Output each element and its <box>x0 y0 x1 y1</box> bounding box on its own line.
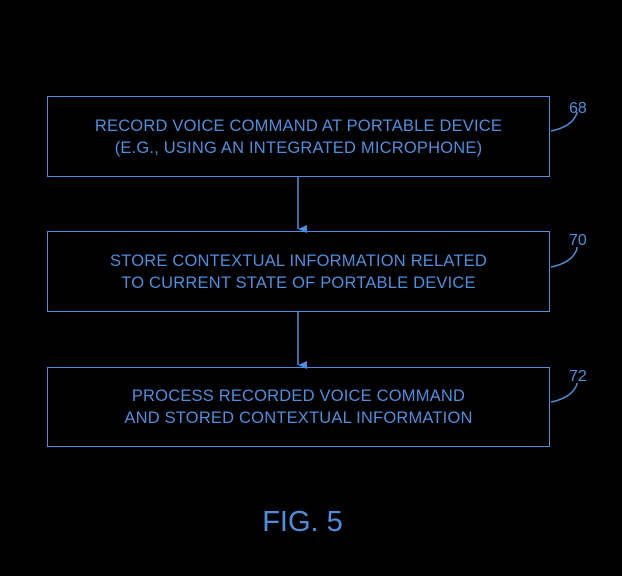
leader-line-72 <box>550 382 578 403</box>
leader-line-68 <box>550 111 578 132</box>
flow-step-line: STORE CONTEXTUAL INFORMATION RELATED <box>110 251 487 270</box>
flow-step-line: RECORD VOICE COMMAND AT PORTABLE DEVICE <box>94 116 503 135</box>
reference-numeral-72: 72 <box>569 368 587 385</box>
flow-step-process-voice-command: PROCESS RECORDED VOICE COMMAND AND STORE… <box>47 367 550 447</box>
flow-step-line: PROCESS RECORDED VOICE COMMAND <box>131 387 466 405</box>
figure-label: FIG. 5 <box>262 506 343 538</box>
reference-numeral-68: 68 <box>569 100 587 117</box>
flow-step-store-contextual-information: STORE CONTEXTUAL INFORMATION RELATED TO … <box>47 231 550 312</box>
flow-step-text: STORE CONTEXTUAL INFORMATION RELATED TO … <box>110 250 487 294</box>
leader-line-70 <box>550 246 578 268</box>
flow-step-text: PROCESS RECORDED VOICE COMMAND AND STORE… <box>124 385 472 429</box>
flow-step-line: AND STORED CONTEXTUAL INFORMATION <box>124 409 473 427</box>
reference-numeral-70: 70 <box>569 232 587 249</box>
flow-step-text: RECORD VOICE COMMAND AT PORTABLE DEVICE … <box>95 115 502 159</box>
flow-step-record-voice-command: RECORD VOICE COMMAND AT PORTABLE DEVICE … <box>47 96 550 177</box>
flow-step-line: (E.G., USING AN INTEGRATED MICROPHONE) <box>114 138 483 157</box>
flow-step-line: TO CURRENT STATE OF PORTABLE DEVICE <box>121 273 476 292</box>
